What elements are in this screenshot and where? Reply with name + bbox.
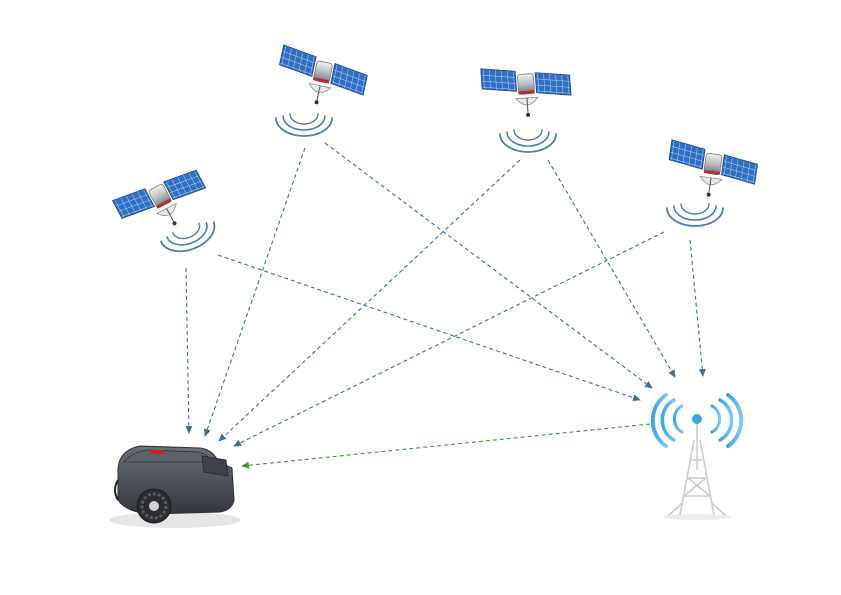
satellite-to-base-links	[217, 142, 706, 402]
link-sat1-rover	[185, 267, 193, 434]
link-sat4-base	[689, 239, 706, 377]
link-sat2-rover	[203, 147, 306, 437]
signal-waves-icon	[158, 217, 221, 260]
link-sat3-rover	[218, 159, 521, 442]
link-sat2-base	[324, 142, 653, 389]
signal-waves-icon	[499, 129, 557, 153]
satellite-icon	[112, 158, 215, 247]
link-sat3-base	[547, 159, 676, 378]
signal-waves-icon	[666, 203, 724, 227]
satellite-to-rover-links	[185, 147, 665, 447]
rtk-base-station-tower-icon	[650, 393, 744, 520]
satellite-icon	[480, 62, 573, 121]
satellite-icon	[664, 139, 760, 204]
link-sat1-base	[217, 254, 641, 402]
satellite-icon	[272, 44, 371, 114]
robotic-lawn-mower-icon	[109, 445, 241, 528]
link-sat4-rover	[233, 231, 665, 447]
link-base-rover-correction	[241, 423, 651, 469]
signal-waves-icon	[275, 113, 333, 137]
